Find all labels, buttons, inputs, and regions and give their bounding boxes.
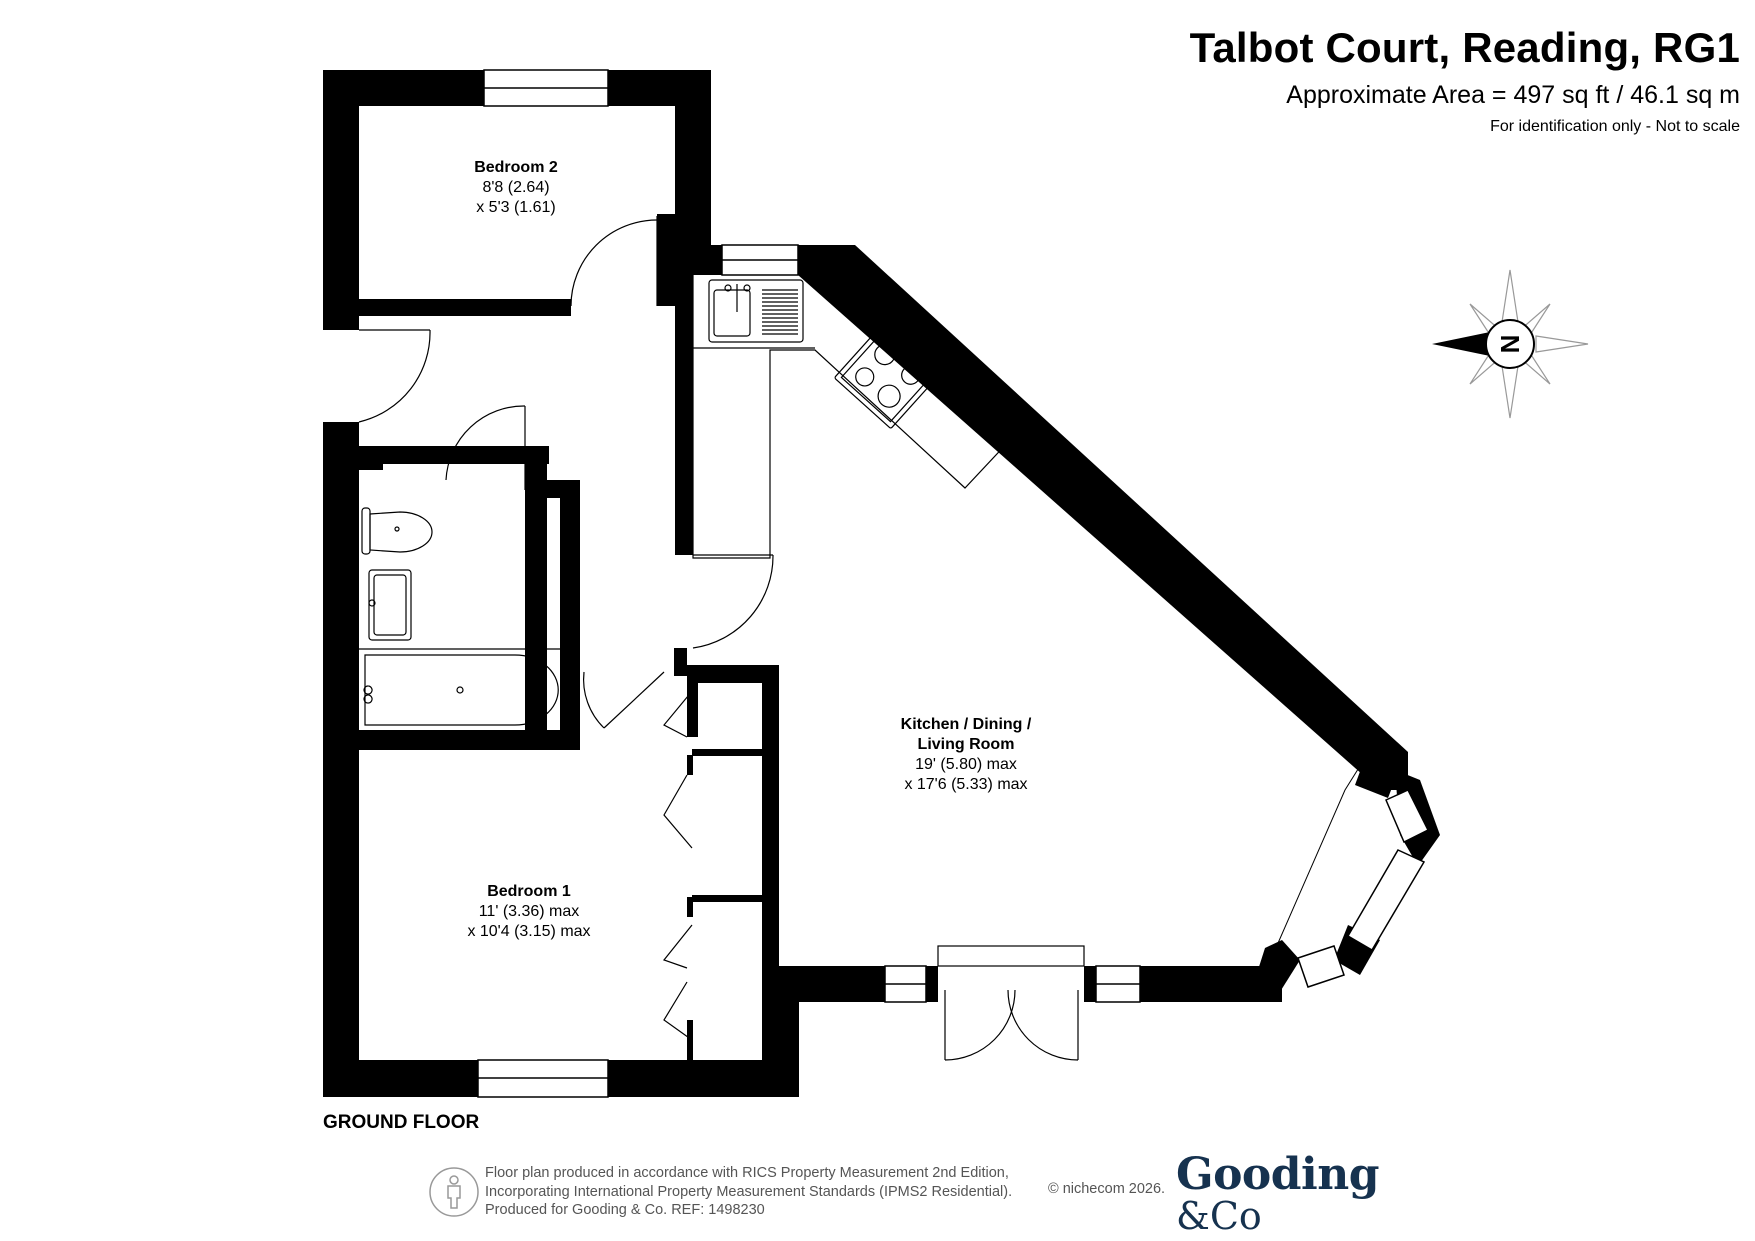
kitchen-sink-bowl — [713, 289, 751, 337]
wall-wardrobe-top — [687, 665, 779, 683]
footer-line3: Produced for Gooding & Co. REF: 1498230 — [485, 1202, 765, 1218]
room-dim1-bedroom1: 11' (3.36) max — [479, 903, 580, 920]
bathroom-fittings — [359, 507, 560, 726]
door-kitchen-swing — [692, 554, 774, 649]
wall-wardrobe-jamb2 — [687, 897, 693, 917]
disclaimer: For identification only - Not to scale — [1490, 118, 1740, 135]
wall-bed2-left — [323, 70, 359, 330]
sink-drainer — [762, 289, 798, 335]
wall-door-jamb-left — [926, 966, 938, 1002]
logo-line1: Gooding — [1176, 1149, 1380, 1200]
door-wardrobe4-leaf — [663, 981, 693, 1041]
door-wardrobe3-leaf — [663, 924, 693, 969]
room-dim1-kitchen: 19' (5.80) max — [915, 756, 1017, 773]
footer-text: Floor plan produced in accordance with R… — [485, 1164, 1012, 1220]
bath-taps — [363, 685, 373, 704]
kitchen-worktop — [692, 275, 1011, 559]
compass-point-top — [1501, 269, 1519, 323]
wall-wardrobe-shelf1 — [692, 749, 762, 756]
room-dim2-kitchen: x 17'6 (5.33) max — [904, 776, 1027, 793]
wall-kitchen-diagonal — [798, 245, 1408, 790]
footer-line1: Floor plan produced in accordance with R… — [485, 1165, 1009, 1181]
compass-rose: N — [1432, 269, 1589, 419]
room-dim1-bedroom2: 8'8 (2.64) — [482, 179, 549, 196]
property-title: Talbot Court, Reading, RG1 — [1189, 24, 1740, 71]
basin-tap — [368, 599, 376, 607]
room-name-bedroom1: Bedroom 1 — [487, 883, 571, 900]
wall-door-jamb-right — [1084, 966, 1096, 1002]
wall-bed1-right — [762, 994, 799, 1097]
toilet-cistern — [361, 507, 371, 555]
toilet-bowl — [369, 511, 433, 553]
window-bay-bottom — [1297, 945, 1345, 988]
kitchen-tap-knob-left — [724, 284, 732, 292]
basin-bowl — [373, 574, 407, 636]
door-bed2-swing — [570, 219, 658, 307]
kitchen-hob — [834, 321, 942, 429]
wall-bath-corner — [359, 446, 383, 470]
door-bed1-leaf — [603, 671, 665, 729]
compass-letter: N — [1495, 335, 1525, 354]
patio-door-right-swing — [1007, 989, 1079, 1061]
window-bay-right — [1385, 789, 1430, 844]
toilet-flush — [394, 526, 400, 532]
agent-logo: Gooding &Co — [1176, 1149, 1380, 1238]
compass-north-arrow — [1432, 332, 1490, 356]
door-bath-swing — [445, 405, 526, 481]
patio-door-frame — [937, 945, 1085, 967]
wall-hall-stub — [674, 648, 687, 676]
wall-wardrobe-left-top — [687, 665, 698, 737]
bath-plug — [456, 686, 464, 694]
wall-hall-kitchen — [675, 245, 693, 555]
wall-left-lower — [323, 422, 359, 1097]
compass-point-right — [1535, 335, 1589, 353]
compass-center — [1485, 319, 1535, 369]
wall-wardrobe-jamb1 — [687, 755, 693, 775]
wall-wardrobe-jamb3 — [687, 1020, 693, 1060]
door-wardrobe1-leaf — [663, 689, 694, 738]
footer-line2: Incorporating International Property Mea… — [485, 1183, 1013, 1200]
door-wardrobe2-leaf — [663, 774, 693, 849]
copyright: © nichecom 2026. — [1048, 1181, 1166, 1197]
wall-bed2-right-lower — [657, 214, 675, 306]
wall-bath-top-right — [525, 446, 547, 738]
room-name-kitchen-line2: Living Room — [918, 736, 1015, 753]
logo-line2: &Co — [1176, 1194, 1262, 1238]
wall-bath-top-left — [359, 446, 549, 464]
wall-bath-right — [560, 480, 580, 750]
kitchen-sink — [708, 279, 804, 343]
room-dim2-bedroom2: x 5'3 (1.61) — [476, 199, 556, 216]
wall-wardrobe-shelf2 — [692, 895, 762, 902]
wall-kitchen-bottom-right — [1140, 966, 1282, 1002]
patio-door-left-swing — [944, 989, 1016, 1061]
wall-bed2-right-upper — [675, 70, 711, 245]
kitchen-tap-knob-right — [743, 284, 751, 292]
door-bed1-swing — [582, 671, 605, 729]
windows — [477, 69, 1430, 1098]
door-entrance-swing — [358, 329, 431, 423]
wall-bed2-door-stub — [657, 296, 675, 306]
window-bay-middle — [1346, 849, 1426, 952]
wall-bed2-bottom — [359, 299, 571, 316]
approximate-area: Approximate Area = 497 sq ft / 46.1 sq m — [1286, 81, 1740, 109]
wall-bay-corner-top — [1355, 758, 1398, 798]
room-dim2-bedroom1: x 10'4 (3.15) max — [467, 923, 590, 940]
room-name-kitchen-line1: Kitchen / Dining / — [901, 716, 1032, 733]
title-block: Talbot Court, Reading, RG1 Approximate A… — [1190, 22, 1740, 138]
bay-inner-line — [1274, 757, 1366, 951]
floor-label: GROUND FLOOR — [323, 1112, 480, 1133]
basin — [368, 569, 412, 641]
bath-tub — [364, 654, 559, 726]
room-name-bedroom2: Bedroom 2 — [474, 159, 558, 176]
wall-bath-bottom — [359, 730, 580, 750]
wall-wardrobe-right — [762, 665, 779, 1000]
compass-point-bottom — [1501, 365, 1519, 419]
walls — [323, 70, 1440, 1097]
doors — [358, 216, 1085, 1061]
person-icon — [429, 1167, 479, 1217]
kitchen-fittings — [692, 275, 1011, 559]
